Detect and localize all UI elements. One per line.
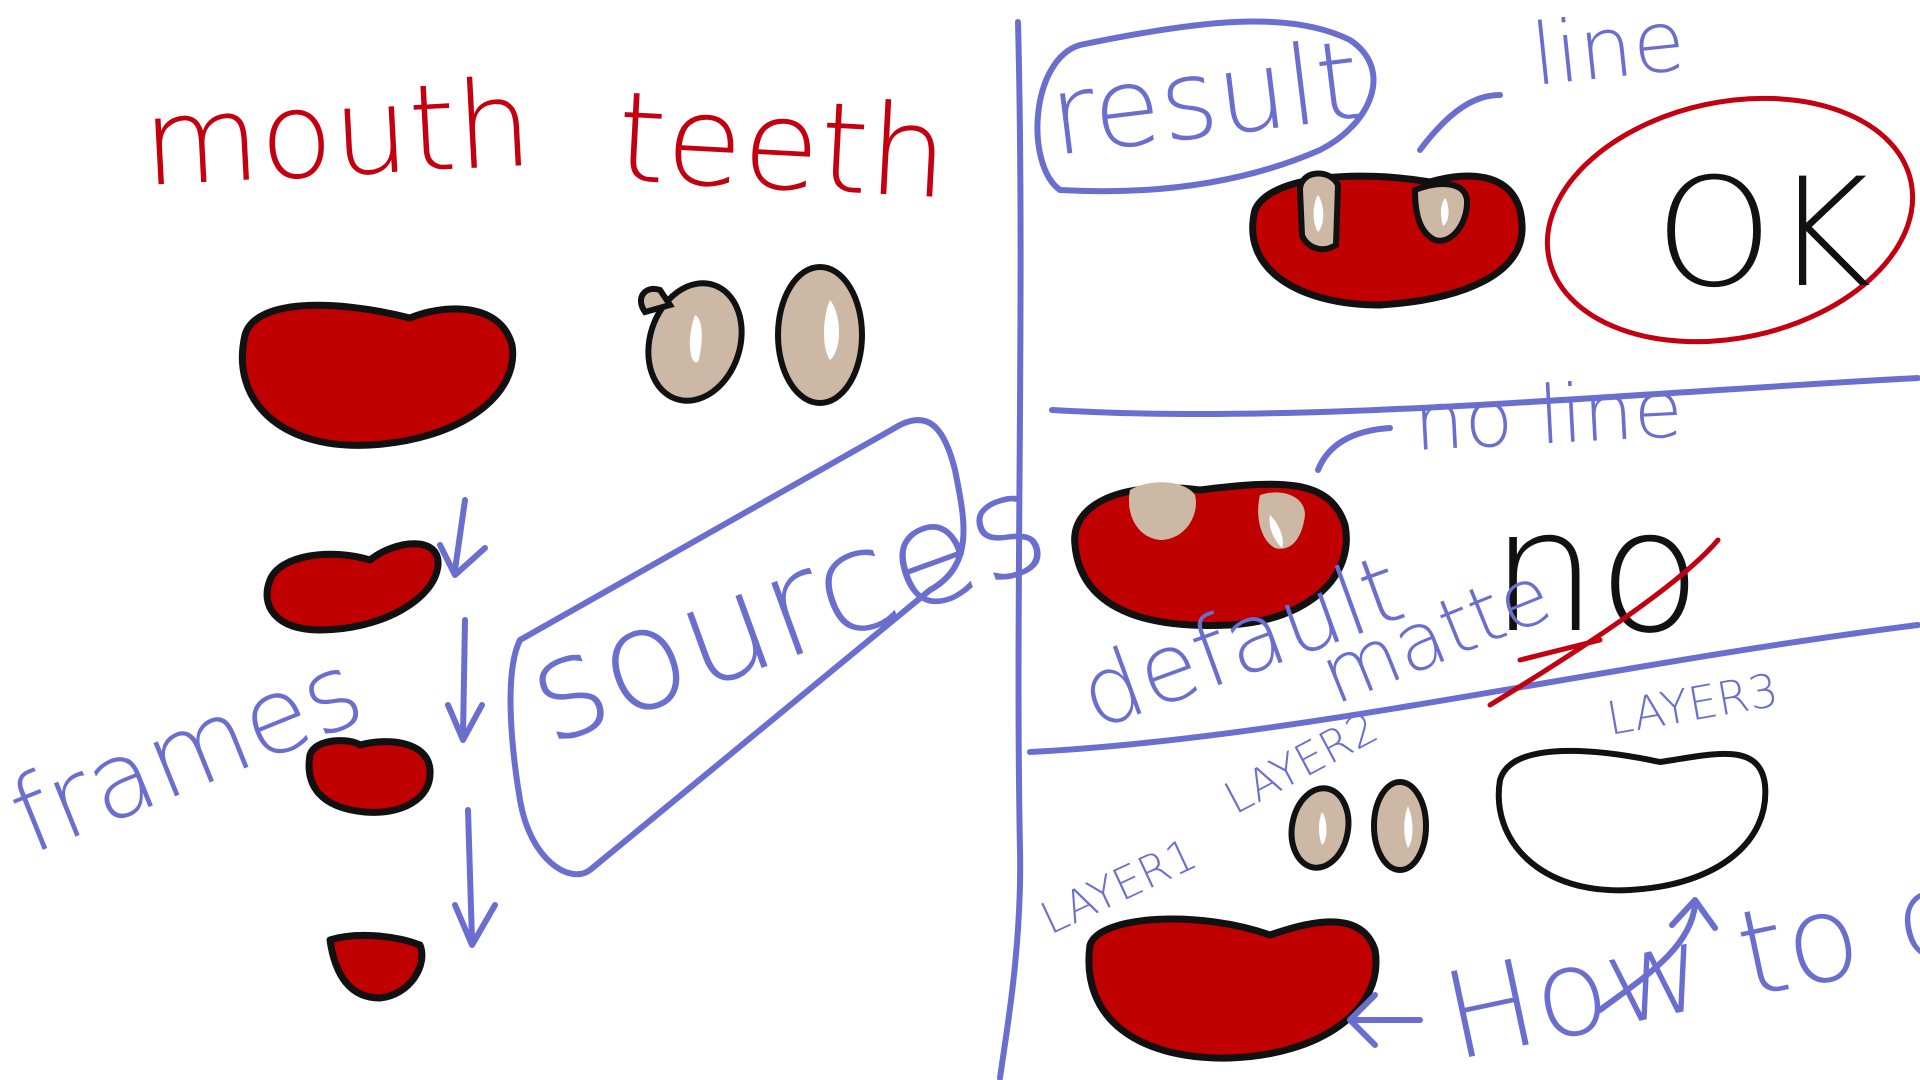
frame-mouth-1 xyxy=(263,540,442,634)
section-divider-2 xyxy=(1027,622,1920,755)
source-teeth xyxy=(638,264,865,406)
ok-circle xyxy=(1544,95,1916,345)
result-bubble xyxy=(1034,18,1377,195)
sources-bubble xyxy=(507,417,967,878)
result-teeth xyxy=(1296,170,1471,253)
frame-mouth-2 xyxy=(305,737,434,816)
teeth-heading: teeth xyxy=(613,65,951,227)
section-divider-1 xyxy=(1049,375,1920,418)
ok-label: OK xyxy=(1655,147,1871,321)
mouth-heading: mouth xyxy=(139,55,535,214)
frame-mouth-3 xyxy=(326,931,426,1002)
layer3-outline-shape xyxy=(1495,747,1769,894)
result-mouth-shape xyxy=(1249,172,1526,309)
how-to-do-arrow-up xyxy=(1597,897,1718,1013)
no-line-label: no line xyxy=(1411,362,1685,469)
line-pointer xyxy=(1417,92,1503,153)
no-line-pointer xyxy=(1315,425,1393,473)
layer1-mouth-shape xyxy=(1085,915,1380,1062)
layer2-teeth xyxy=(1288,779,1429,873)
no-line-teeth xyxy=(1128,482,1305,549)
source-mouth-shape xyxy=(238,301,517,449)
how-to-do-arrow-left xyxy=(1347,992,1423,1048)
no-strikethrough xyxy=(1487,537,1721,708)
layer3-label: LAYER3 xyxy=(1603,663,1783,746)
frame-arrows xyxy=(437,497,498,948)
frames-label: frames xyxy=(0,628,379,878)
line-label: line xyxy=(1527,0,1690,106)
vertical-divider xyxy=(997,19,1024,1080)
